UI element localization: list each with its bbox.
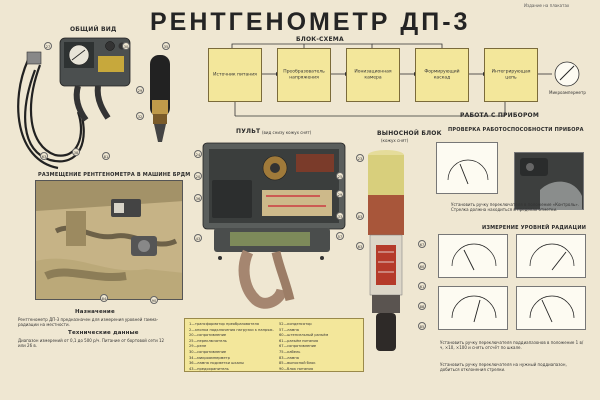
legend-row: 90—блок питания — [279, 366, 314, 371]
legend-row: 60—штепсельный разъём — [279, 333, 329, 338]
poster-title: РЕНТГЕНОМЕТР ДП-3 — [150, 8, 471, 36]
callout-number: 88 — [418, 302, 426, 310]
console-note: (вид снизу кожух снят) — [262, 130, 312, 135]
gauge-measure-3 — [438, 286, 508, 330]
legend-row: 25—переключатель — [189, 338, 227, 343]
specs-text: Диапазон измерений от 0,1 до 500 р/ч. Пи… — [18, 338, 165, 348]
callout-number: 85 — [418, 322, 426, 330]
block-label: Интегрирующая цепь — [491, 69, 531, 81]
legend-row: 67—сопротивление — [279, 344, 317, 349]
legend-row: 57—лампа — [279, 327, 299, 332]
callout-number: 25 — [336, 172, 344, 180]
callout-number: 29 — [136, 86, 144, 94]
legend-row: 30—сопротивление — [189, 350, 227, 354]
callout-number: 57 — [336, 232, 344, 240]
callout-number: 83 — [356, 212, 364, 220]
remote-unit-note: (кожух снят) — [381, 138, 409, 143]
legend-row: 20—сопротивление — [189, 333, 227, 338]
block-diagram-heading: БЛОК-СХЕМА — [296, 36, 344, 43]
legend-row: 61—разъём питания — [279, 338, 318, 343]
callout-number: 33 — [336, 212, 344, 220]
callout-number: 43 — [194, 234, 202, 242]
block-integrator: Интегрирующая цепь — [484, 48, 538, 102]
callout-number: 67 — [418, 240, 426, 248]
purpose-text: Рентгенометр ДП-3 предназначен для измер… — [18, 317, 159, 327]
publisher-stamp: Издание на плакатах — [524, 3, 570, 8]
vehicle-interior-illustration — [36, 181, 182, 299]
callout-number: 35 — [162, 42, 170, 50]
microammeter-label: Микроамперметр — [549, 90, 586, 95]
callout-number: 90 — [150, 296, 158, 304]
callout-number: 30 — [122, 42, 130, 50]
measure-heading: ИЗМЕРЕНИЕ УРОВНЕЙ РАДИАЦИИ — [482, 225, 587, 231]
legend-row: 83—лампа — [279, 355, 299, 360]
legend-row: 2—кнопка подключения нагрузки к напряж. — [189, 327, 274, 332]
block-shaping-stage: Формирующий каскад — [415, 48, 469, 102]
callout-number: 63 — [356, 242, 364, 250]
legend-row: 29—реле — [189, 344, 207, 349]
callout-number: 20 — [194, 172, 202, 180]
legend-row: 52—конденсатор — [279, 322, 312, 326]
legend-row: 1—трансформатор преобразователя — [189, 322, 259, 326]
work-heading: РАБОТА С ПРИБОРОМ — [460, 112, 540, 119]
block-label: Преобразователь напряжения — [283, 69, 325, 81]
check-heading: ПРОВЕРКА РАБОТОСПОСОБНОСТИ ПРИБОРА — [448, 127, 584, 133]
specs-heading: Технические данные — [68, 330, 139, 336]
block-label: Формирующий каскад — [424, 69, 460, 81]
gauge-measure-4 — [516, 286, 586, 330]
callout-number: 38 — [72, 148, 80, 156]
general-view-heading: ОБЩИЙ ВИД — [70, 26, 117, 33]
legend-row: 34—микроамперметр — [189, 355, 230, 360]
callout-number: 84 — [100, 294, 108, 302]
legend-row: 75—кабель — [279, 350, 301, 354]
gauge-check — [436, 142, 498, 194]
block-label: Ионизационная камера — [354, 69, 392, 81]
placement-photo — [35, 180, 183, 300]
callout-number: 32 — [136, 112, 144, 120]
block-power-source: Источник питания — [208, 48, 262, 102]
callout-number: 29 — [336, 190, 344, 198]
block-ion-chamber: Ионизационная камера — [346, 48, 400, 102]
gauge-measure-2 — [516, 234, 586, 278]
callout-number: 23 — [356, 154, 364, 162]
legend-row: 85—выносной блок — [279, 361, 316, 366]
bottom-note: Установить ручку переключателя на нужный… — [440, 362, 567, 372]
legend-row: 43—предохранитель — [189, 366, 229, 371]
callout-number: 81 — [102, 152, 110, 160]
placement-heading: РАЗМЕЩЕНИЕ РЕНТГЕНОМЕТРА В МАШИНЕ БРДМ — [38, 172, 191, 178]
callout-number: 27 — [44, 42, 52, 50]
callout-number: 60 — [418, 262, 426, 270]
remote-unit-heading: ВЫНОСНОЙ БЛОК — [377, 130, 442, 137]
check-instructions: Установить ручку переключателя в положен… — [451, 202, 579, 212]
gauge-measure-1 — [438, 234, 508, 278]
legend-row: 36—лампа подсветки шкалы — [189, 361, 244, 366]
callout-number: 63 — [40, 152, 48, 160]
callout-number: 36 — [194, 194, 202, 202]
block-label: Источник питания — [213, 72, 257, 78]
callout-number: 24 — [194, 150, 202, 158]
callout-number: 61 — [418, 282, 426, 290]
measure-instructions: Установить ручку переключателя поддиапаз… — [440, 340, 584, 350]
block-converter: Преобразователь напряжения — [277, 48, 331, 102]
purpose-heading: Назначение — [75, 309, 115, 315]
console-heading: ПУЛЬТ — [236, 128, 261, 135]
